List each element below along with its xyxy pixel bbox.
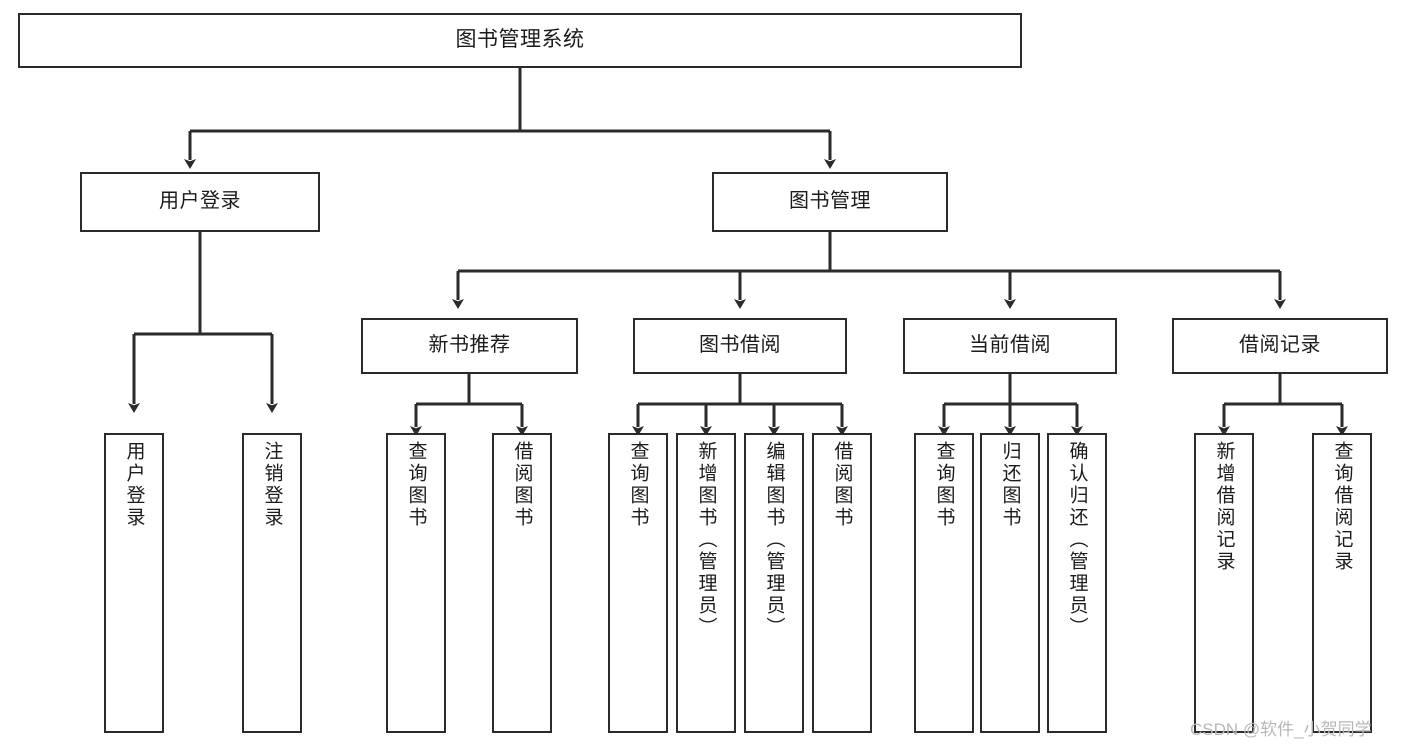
node-root-system-label: 图书管理系统	[455, 28, 585, 52]
node-current-borrow[interactable]: 当前借阅	[903, 318, 1117, 374]
leaf-query-book-recommend-label: 查询图书	[405, 441, 427, 529]
node-new-book-recommend[interactable]: 新书推荐	[361, 318, 578, 374]
node-borrow-record-label: 借阅记录	[1239, 334, 1321, 357]
leaf-borrow-book-borrow-label: 借阅图书	[831, 441, 853, 529]
leaf-user-login[interactable]: 用户登录	[104, 433, 164, 733]
node-root-system[interactable]: 图书管理系统	[18, 13, 1022, 68]
leaf-add-book-admin[interactable]: 新增图书（管理员）	[676, 433, 736, 733]
leaf-return-book-label: 归还图书	[999, 441, 1021, 529]
node-new-book-recommend-label: 新书推荐	[428, 334, 511, 357]
leaf-borrow-book-recommend-label: 借阅图书	[511, 441, 533, 529]
leaf-confirm-return-admin[interactable]: 确认归还（管理员）	[1047, 433, 1107, 733]
node-current-borrow-label: 当前借阅	[969, 334, 1051, 357]
leaf-edit-book-admin-label: 编辑图书（管理员）	[763, 441, 785, 639]
leaf-query-borrow-record[interactable]: 查询借阅记录	[1312, 433, 1372, 733]
leaf-add-book-admin-label: 新增图书（管理员）	[695, 441, 717, 639]
leaf-query-book-current-label: 查询图书	[933, 441, 955, 529]
leaf-user-login-label: 用户登录	[123, 441, 145, 529]
node-user-login-label: 用户登录	[159, 190, 241, 213]
leaf-query-book-borrow[interactable]: 查询图书	[608, 433, 668, 733]
leaf-logout-label: 注销登录	[261, 441, 283, 529]
leaf-add-borrow-record-label: 新增借阅记录	[1213, 441, 1235, 573]
node-book-borrow[interactable]: 图书借阅	[633, 318, 847, 374]
node-book-borrow-label: 图书借阅	[699, 334, 781, 357]
leaf-borrow-book-recommend[interactable]: 借阅图书	[492, 433, 552, 733]
leaf-query-borrow-record-label: 查询借阅记录	[1331, 441, 1353, 573]
node-user-login[interactable]: 用户登录	[80, 172, 320, 232]
leaf-add-borrow-record[interactable]: 新增借阅记录	[1194, 433, 1254, 733]
node-book-manage[interactable]: 图书管理	[712, 172, 948, 232]
leaf-query-book-borrow-label: 查询图书	[627, 441, 649, 529]
leaf-query-book-recommend[interactable]: 查询图书	[386, 433, 446, 733]
leaf-logout[interactable]: 注销登录	[242, 433, 302, 733]
leaf-confirm-return-admin-label: 确认归还（管理员）	[1066, 441, 1088, 639]
leaf-borrow-book-borrow[interactable]: 借阅图书	[812, 433, 872, 733]
node-borrow-record[interactable]: 借阅记录	[1172, 318, 1388, 374]
node-book-manage-label: 图书管理	[789, 190, 871, 213]
watermark: CSDN @软件_小贺同学	[1190, 720, 1372, 739]
leaf-query-book-current[interactable]: 查询图书	[914, 433, 974, 733]
leaf-return-book[interactable]: 归还图书	[980, 433, 1040, 733]
leaf-edit-book-admin[interactable]: 编辑图书（管理员）	[744, 433, 804, 733]
